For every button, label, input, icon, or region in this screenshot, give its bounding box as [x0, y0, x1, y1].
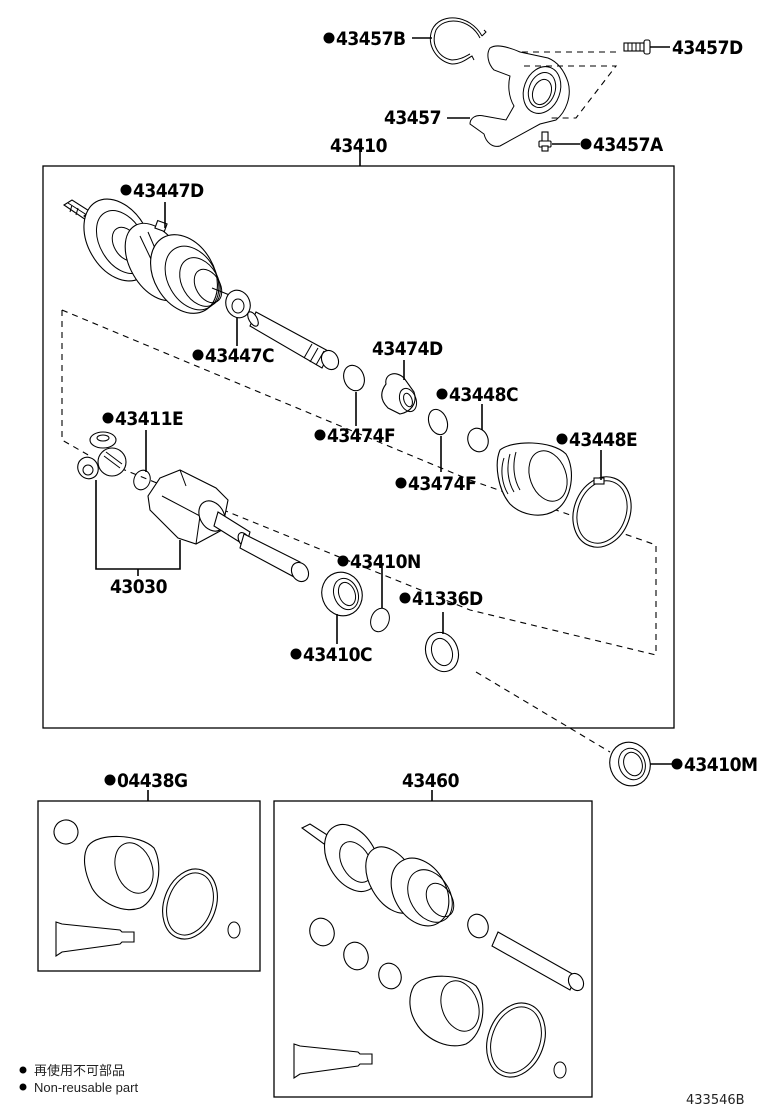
svg-text:43474F: 43474F — [327, 425, 395, 447]
svg-text:43474F: 43474F — [408, 473, 476, 495]
inner-joint-housing-43030[interactable] — [147, 469, 312, 585]
assembly-box-43410 — [42, 165, 675, 729]
svg-text:43410M: 43410M — [684, 754, 757, 776]
snap-ring-43411E[interactable] — [131, 468, 153, 492]
svg-text:43411E: 43411E — [115, 408, 183, 430]
callout-04438G[interactable]: 04438G — [104, 770, 188, 792]
svg-text:43448C: 43448C — [449, 384, 518, 406]
svg-text:43457: 43457 — [384, 107, 441, 129]
ring-43474F-a[interactable] — [340, 362, 368, 393]
outer-cv-joint[interactable] — [62, 187, 233, 325]
callout-43474D[interactable]: 43474D — [372, 338, 443, 360]
snap-ring-43457B[interactable] — [430, 17, 487, 65]
alignment-guide — [61, 309, 657, 656]
legend-japanese: 再使用不可部品 — [34, 1063, 125, 1078]
svg-text:43447D: 43447D — [133, 180, 204, 202]
assembly-box-43460 — [273, 800, 593, 1098]
svg-text:43457D: 43457D — [672, 37, 743, 59]
drive-shaft-assembly-parts[interactable] — [293, 815, 587, 1085]
callout-43410C[interactable]: 43410C — [290, 644, 373, 666]
clamp-43448C[interactable] — [464, 425, 491, 454]
callout-43457B[interactable]: 43457B — [323, 28, 406, 50]
svg-text:43474D: 43474D — [372, 338, 443, 360]
legend: 再使用不可部品 Non-reusable part — [19, 1063, 138, 1095]
svg-text:43410C: 43410C — [303, 644, 372, 666]
seal-41336D[interactable] — [420, 628, 464, 677]
svg-text:43457B: 43457B — [336, 28, 406, 50]
svg-text:43410N: 43410N — [350, 551, 421, 573]
snap-ring-43410N[interactable] — [367, 606, 392, 635]
tripod-joint[interactable] — [74, 431, 127, 483]
seal-43410M[interactable] — [604, 736, 657, 791]
diagram-code: 433546B — [686, 1093, 745, 1108]
svg-text:43448E: 43448E — [569, 429, 637, 451]
bracket-assembly — [430, 17, 651, 152]
svg-text:43457A: 43457A — [593, 134, 664, 156]
svg-text:41336D: 41336D — [412, 588, 483, 610]
callout-43457[interactable]: 43457 — [384, 107, 441, 129]
boot-kit-parts[interactable] — [51, 817, 241, 958]
svg-text:43460: 43460 — [402, 770, 460, 792]
legend-english: Non-reusable part — [34, 1080, 138, 1095]
svg-text:43410: 43410 — [330, 135, 388, 157]
callout-43474F-b[interactable]: 43474F — [395, 473, 477, 495]
svg-text:43030: 43030 — [110, 576, 168, 598]
bearing-43410C[interactable] — [316, 566, 369, 621]
kit-box-04438G — [37, 800, 261, 972]
callout-43457A[interactable]: 43457A — [580, 134, 664, 156]
damper-43474D[interactable] — [381, 373, 420, 415]
callout-43447D[interactable]: 43447D — [120, 180, 204, 202]
callout-43410N[interactable]: 43410N — [337, 551, 421, 573]
clamp-43447C[interactable] — [222, 287, 254, 322]
callout-41336D[interactable]: 41336D — [399, 588, 483, 610]
callout-43411E[interactable]: 43411E — [102, 408, 184, 430]
callout-43410M[interactable]: 43410M — [671, 754, 758, 776]
bolt-43457A[interactable] — [538, 131, 552, 152]
callout-43460[interactable]: 43460 — [402, 770, 460, 792]
bracket-43457[interactable] — [469, 45, 570, 147]
ring-43474F-b[interactable] — [425, 407, 451, 438]
bolt-43457D[interactable] — [623, 39, 651, 55]
callout-43448C[interactable]: 43448C — [436, 384, 519, 406]
callout-43448E[interactable]: 43448E — [556, 429, 638, 451]
callout-43457D[interactable]: 43457D — [672, 37, 743, 59]
svg-text:04438G: 04438G — [117, 770, 188, 792]
callout-43474F-a[interactable]: 43474F — [314, 425, 396, 447]
clamp-43448E[interactable] — [563, 469, 640, 556]
callout-43447C[interactable]: 43447C — [192, 345, 275, 367]
callout-43410[interactable]: 43410 — [330, 135, 388, 157]
inner-boot[interactable] — [496, 442, 574, 516]
drive-shaft[interactable] — [246, 310, 342, 373]
callout-43030[interactable]: 43030 — [110, 576, 168, 598]
svg-text:43447C: 43447C — [205, 345, 274, 367]
